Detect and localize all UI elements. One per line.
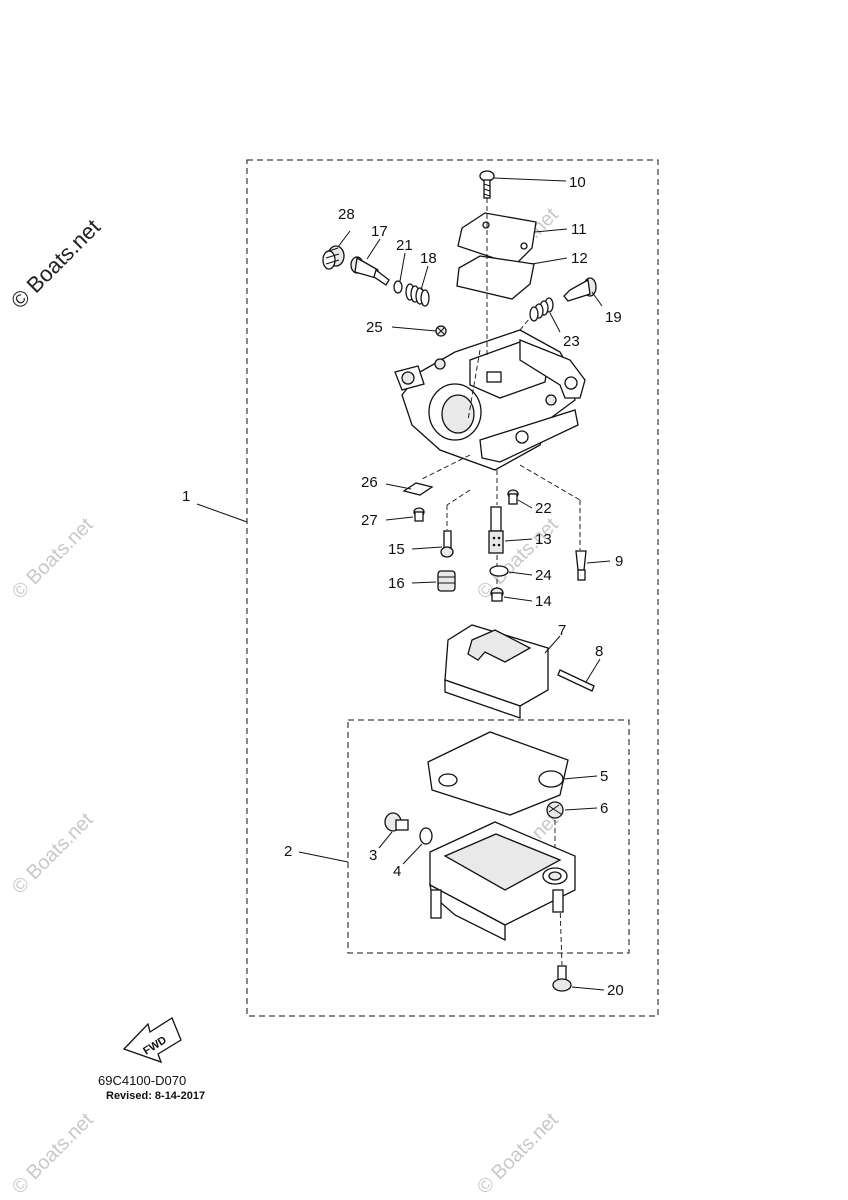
callout-9: 9 — [615, 553, 623, 570]
part-screw-27 — [413, 507, 425, 522]
fwd-arrow-icon — [122, 1017, 182, 1064]
callout-2: 2 — [284, 843, 292, 860]
watermark-faint: © Boats.net — [8, 514, 98, 604]
part-cover-11 — [457, 212, 537, 266]
leader-lines — [196, 177, 611, 991]
assembly-boundary-inner — [347, 719, 630, 954]
part-gasket-5 — [427, 731, 569, 816]
assembly-boundary-outer — [246, 159, 659, 1017]
callout-16: 16 — [388, 575, 405, 592]
part-screw-17 — [350, 256, 390, 286]
callout-26: 26 — [361, 474, 378, 491]
watermark-main: © Boats.net — [6, 214, 105, 313]
guide-line — [519, 464, 581, 501]
part-screw-10 — [479, 170, 495, 199]
parts-drawing — [322, 170, 597, 992]
callout-23: 23 — [563, 333, 580, 350]
part-spring-18 — [405, 283, 430, 307]
callout-14: 14 — [535, 593, 552, 610]
guide-line — [559, 904, 563, 966]
callout-12: 12 — [571, 250, 588, 267]
callout-25: 25 — [366, 319, 383, 336]
callout-28: 28 — [338, 206, 355, 223]
part-pin-8 — [557, 669, 595, 692]
callout-27: 27 — [361, 512, 378, 529]
part-screw-25 — [435, 325, 447, 337]
part-screw-3 — [384, 812, 409, 832]
callout-1: 1 — [182, 488, 190, 505]
callout-18: 18 — [420, 250, 437, 267]
part-cap-28 — [322, 245, 345, 270]
callout-6: 6 — [600, 800, 608, 817]
part-screw-20 — [552, 965, 572, 992]
callout-4: 4 — [393, 863, 401, 880]
callout-5: 5 — [600, 768, 608, 785]
part-cap-16 — [437, 570, 456, 592]
callout-22: 22 — [535, 500, 552, 517]
part-needle-valve-9 — [575, 550, 587, 581]
guide-line — [419, 454, 471, 481]
callout-20: 20 — [607, 982, 624, 999]
part-screw-19 — [563, 277, 597, 302]
part-plug-14 — [490, 587, 504, 602]
part-plug-6 — [546, 801, 564, 819]
callout-21: 21 — [396, 237, 413, 254]
part-spring-23 — [529, 297, 554, 322]
revised-date: Revised: 8-14-2017 — [106, 1090, 205, 1102]
part-plate-26 — [402, 482, 434, 496]
part-nozzle-13 — [488, 506, 504, 554]
callout-13: 13 — [535, 531, 552, 548]
part-washer-4 — [419, 827, 433, 845]
callout-11: 11 — [571, 221, 587, 238]
part-jet-15 — [440, 530, 454, 558]
callout-15: 15 — [388, 541, 405, 558]
part-oring-21 — [393, 280, 403, 294]
callout-8: 8 — [595, 643, 603, 660]
watermark-faint: © Boats.net — [8, 809, 98, 899]
diagram-code: 69C4100-D070 — [98, 1073, 186, 1088]
part-gasket-12 — [456, 255, 535, 300]
callout-19: 19 — [605, 309, 622, 326]
watermark-faint: © Boats.net — [473, 514, 563, 604]
part-float-bowl-2 — [429, 821, 576, 942]
carburetor-body — [394, 329, 586, 471]
callout-10: 10 — [569, 174, 586, 191]
callout-3: 3 — [369, 847, 377, 864]
callout-7: 7 — [558, 622, 566, 639]
callout-labels: 10 11 12 19 23 28 17 21 18 25 26 27 15 1… — [182, 174, 624, 999]
part-float-7 — [444, 624, 549, 719]
guide-line — [467, 349, 481, 421]
watermark-faint: © Boats.net — [8, 1109, 98, 1199]
callout-17: 17 — [371, 223, 388, 240]
callout-24: 24 — [535, 567, 552, 584]
guide-line — [446, 489, 471, 506]
part-plug-22 — [507, 489, 519, 505]
part-oring-24 — [489, 565, 509, 577]
watermark-faint: © Boats.net — [473, 1109, 563, 1199]
guide-line — [519, 317, 531, 331]
fwd-arrow: FWD — [122, 1017, 182, 1064]
